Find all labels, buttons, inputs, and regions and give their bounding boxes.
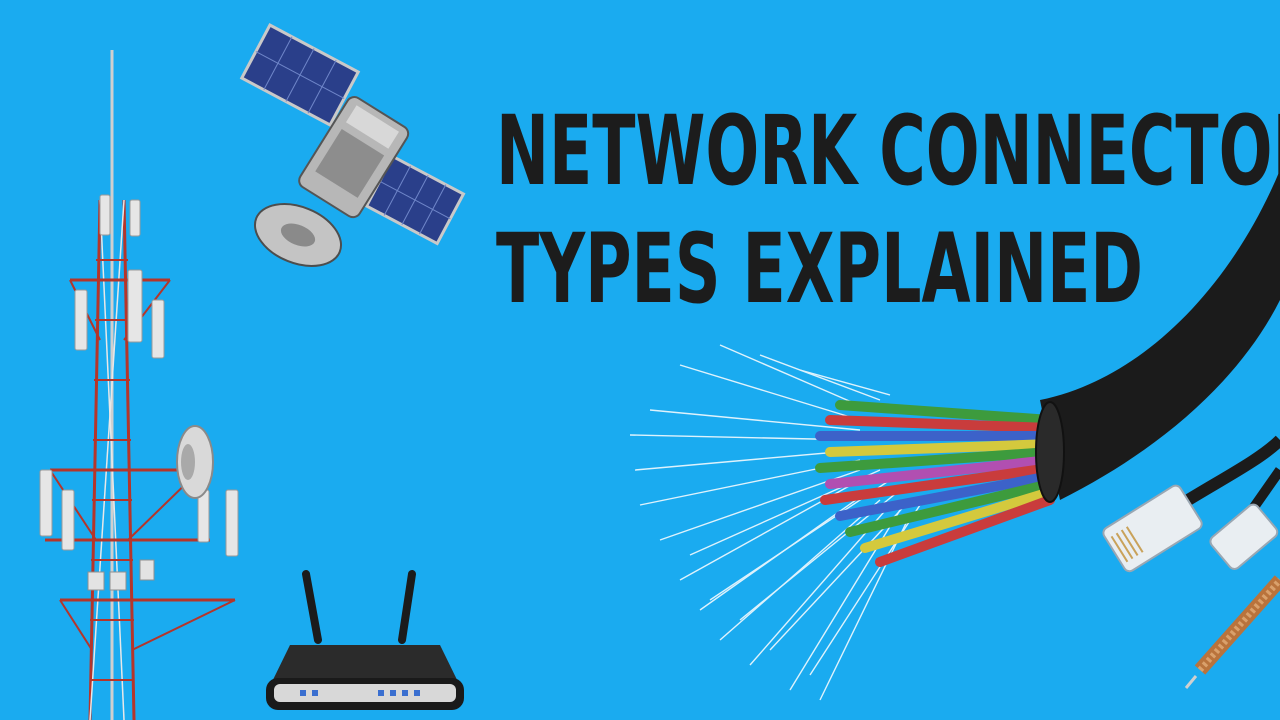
- video-title: NETWORK CONNECTOR TYPES EXPLAINED: [496, 92, 1280, 328]
- rj45-connector-icon: [1102, 435, 1280, 573]
- wifi-router-icon: [266, 570, 464, 710]
- fiber-optic-cable-icon: [629, 170, 1280, 701]
- title-line-2: TYPES EXPLAINED: [496, 213, 1143, 325]
- satellite-icon: [239, 23, 466, 267]
- cell-tower-icon: [39, 50, 239, 720]
- coaxial-cable-icon: [1184, 575, 1280, 689]
- rj11-connector-icon: [1209, 467, 1280, 570]
- title-line-1: NETWORK CONNECTOR: [496, 95, 1280, 207]
